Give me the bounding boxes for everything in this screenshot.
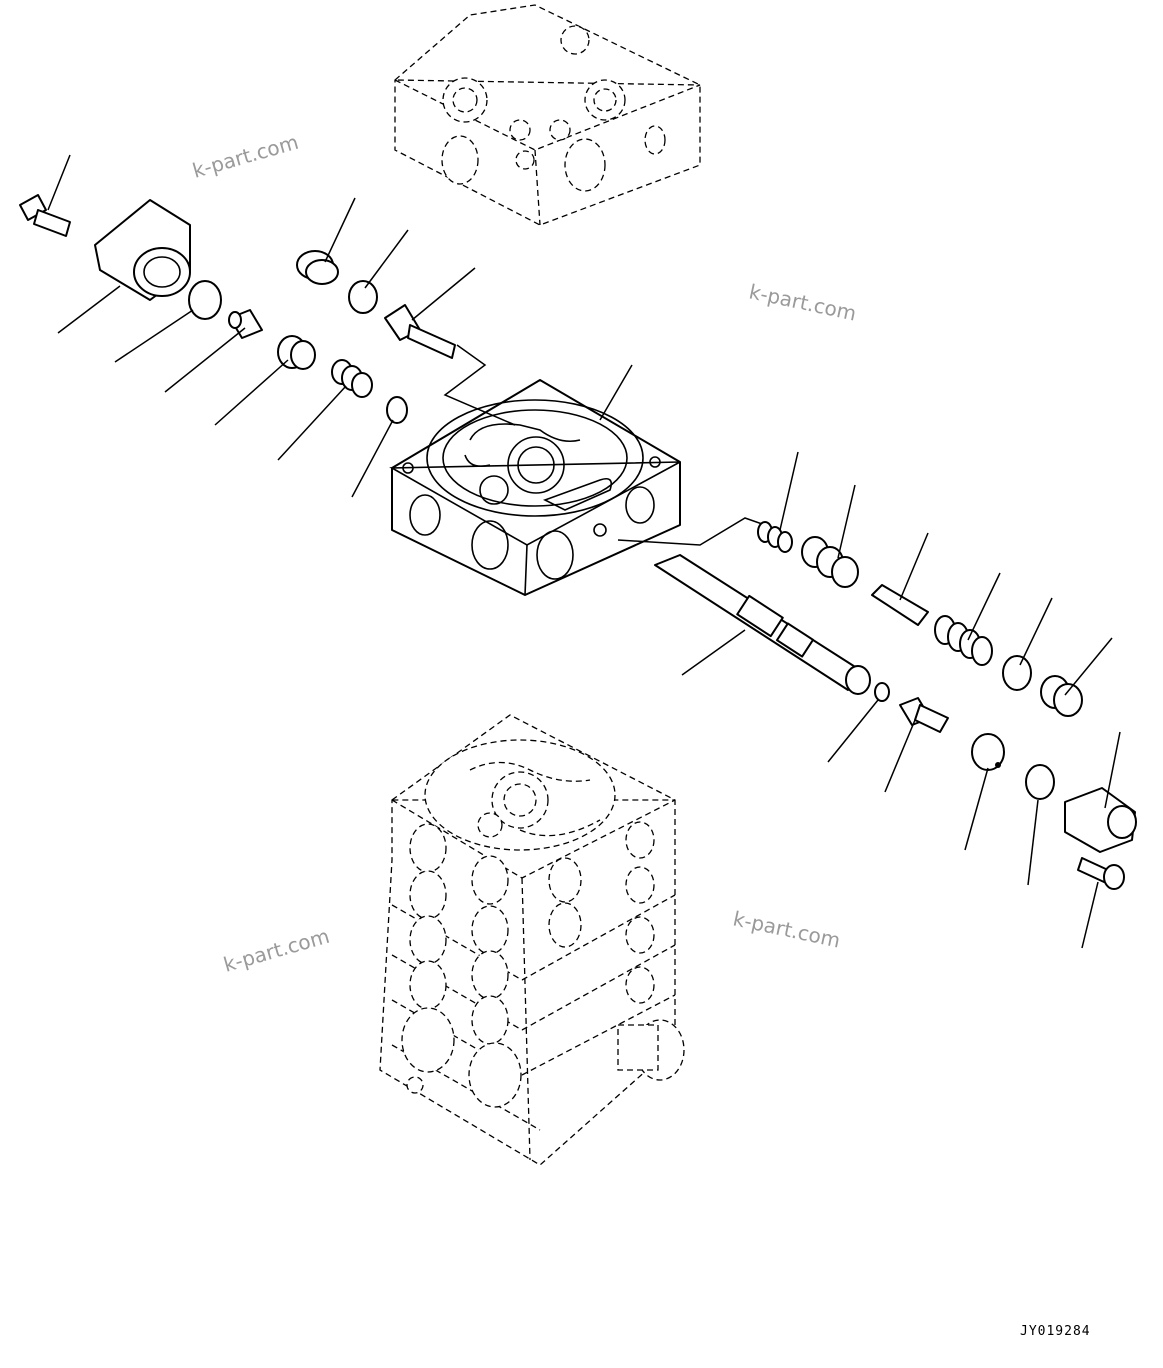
leader-lines	[47, 154, 1121, 949]
spring-large-right	[934, 615, 993, 666]
o-ring-cap	[1025, 764, 1055, 800]
mounting-bolt-right	[1077, 857, 1125, 890]
pilot-cap-right	[1064, 787, 1137, 853]
watermark-2: k-part.com	[747, 279, 859, 325]
o-ring-left	[188, 280, 222, 320]
o-ring-top	[348, 280, 378, 314]
stopper-pin	[871, 584, 929, 626]
plug-right	[1040, 675, 1083, 717]
spring-left	[331, 359, 373, 398]
drawing-code: JY019284	[1020, 1324, 1091, 1339]
pilot-cap-left	[94, 199, 191, 301]
mounting-bolt-left	[19, 194, 71, 237]
spring-seat-right	[801, 536, 859, 588]
washer-left	[386, 396, 408, 424]
o-ring-right	[1002, 655, 1032, 691]
adjuster-screw	[899, 697, 949, 733]
watermark-3: k-part.com	[221, 924, 332, 977]
spring-seat-left	[277, 335, 316, 370]
upper-valve-body	[394, 4, 701, 226]
o-ring-small	[874, 682, 890, 702]
plug-top	[296, 250, 339, 285]
cap-nut	[971, 733, 1005, 771]
valve-section-block	[389, 379, 681, 596]
watermark-1: k-part.com	[190, 130, 301, 183]
lower-valve-stack	[379, 714, 685, 1166]
plunger-pin	[228, 309, 263, 339]
main-spool	[654, 554, 871, 695]
watermark-4: k-part.com	[731, 906, 843, 952]
relief-valve	[384, 304, 456, 359]
spring-small-right	[757, 521, 793, 553]
